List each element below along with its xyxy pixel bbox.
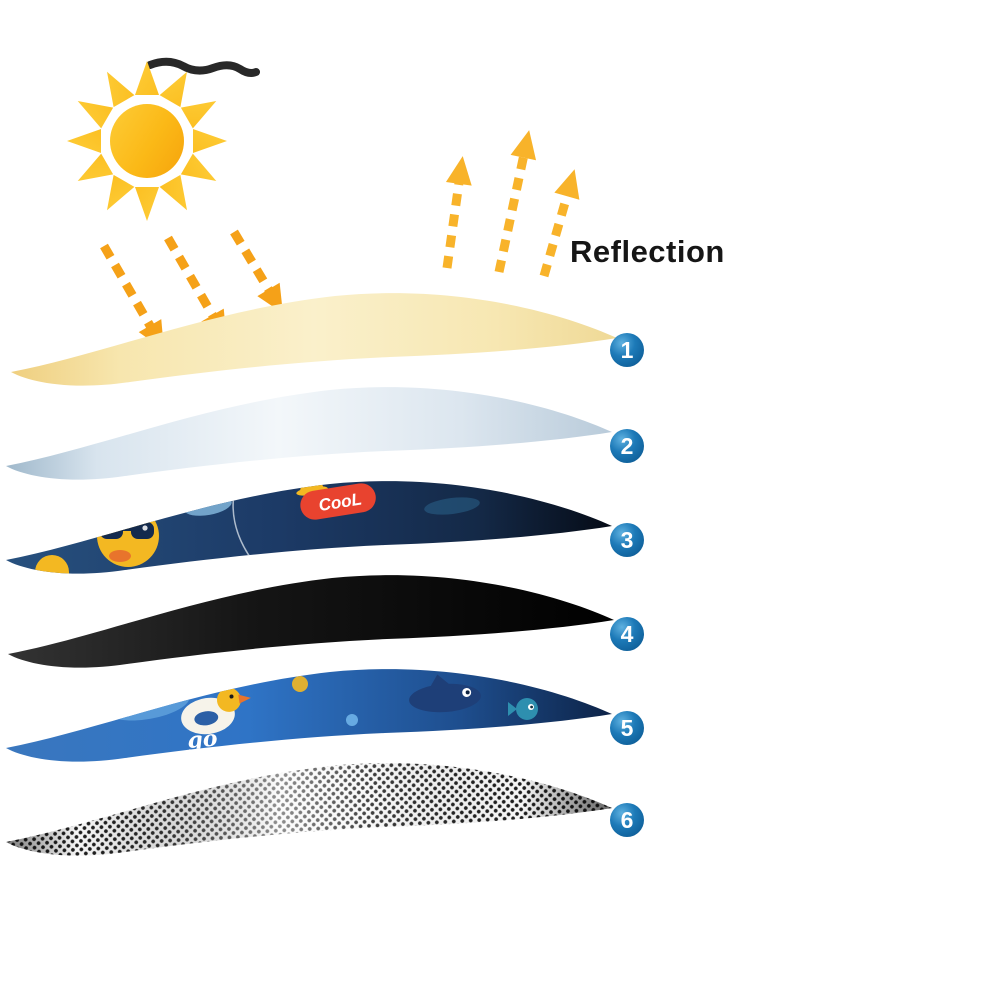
duck-face-icon <box>97 505 159 567</box>
fish-icon <box>508 698 538 720</box>
reflection-arrows <box>442 130 580 278</box>
layer-4 <box>8 575 614 668</box>
badge-number: 1 <box>621 337 634 363</box>
badge-number: 5 <box>621 715 634 741</box>
layer-4-sheet <box>8 575 614 668</box>
sun-rays <box>67 61 227 221</box>
layer-6-badge: 6 <box>610 803 644 837</box>
print-text-go: go <box>186 725 218 754</box>
layer-1 <box>11 293 617 386</box>
print-streak <box>424 497 480 515</box>
sun-icon <box>67 61 227 221</box>
layer-6-shading <box>6 763 612 856</box>
duck-blob <box>35 555 69 574</box>
reflection-arrow <box>494 130 537 273</box>
layer-3: CooL <box>6 481 612 574</box>
layer-2 <box>6 387 612 480</box>
layer-2-badge: 2 <box>610 429 644 463</box>
layer-1-badge: 1 <box>610 333 644 367</box>
reflection-arrow <box>442 156 472 269</box>
layer-5-badge: 5 <box>610 711 644 745</box>
duck-icon <box>181 687 251 735</box>
shark-icon <box>409 674 481 713</box>
layer-2-sheet <box>6 387 612 480</box>
print-dot <box>292 676 308 692</box>
badge-number: 3 <box>621 527 634 553</box>
layer-4-badge: 4 <box>610 617 644 651</box>
cropped-watermark-artifact <box>146 57 260 77</box>
cool-badge: CooL <box>296 481 376 520</box>
layer-6 <box>6 763 612 856</box>
print-dot <box>346 714 358 726</box>
reflection-label: Reflection <box>570 234 725 269</box>
layer-5: go <box>6 669 612 762</box>
badge-number: 2 <box>621 433 634 459</box>
badge-number: 6 <box>621 807 634 833</box>
layer-3-badge: 3 <box>610 523 644 557</box>
sun-core <box>110 104 184 178</box>
layer-1-sheet <box>11 293 617 386</box>
reflection-arrow <box>539 169 580 278</box>
badge-number: 4 <box>621 621 634 647</box>
